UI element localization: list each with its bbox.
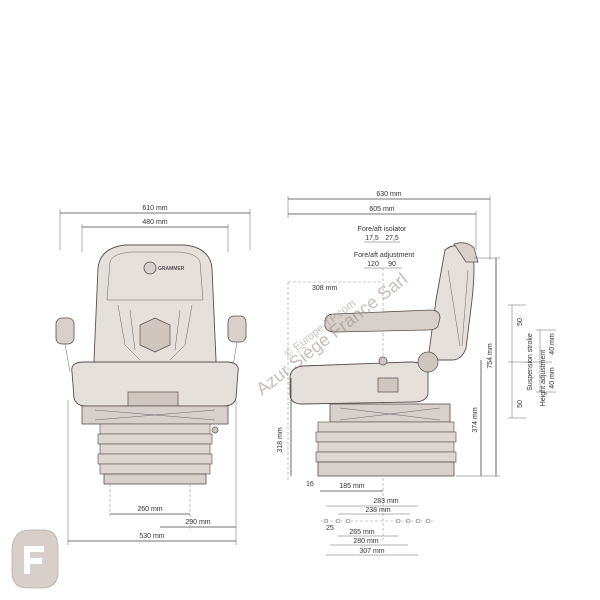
side-cushion — [289, 361, 429, 405]
front-cushion — [71, 361, 239, 407]
bellows-fold — [315, 451, 457, 463]
side-view: 630 mm 605 mm Fore/aft isolator 17,5 27,… — [277, 191, 556, 556]
front-backrest-panel — [106, 251, 204, 301]
suspension-bottom: 50 — [517, 400, 524, 408]
side-bellows — [315, 421, 457, 477]
bellows-fold — [317, 421, 455, 433]
dim-label-260: 260 mm — [137, 506, 162, 513]
front-view: 610 mm 480 mm GRAMMER — [55, 205, 251, 545]
dim-label-280: 280 mm — [353, 538, 378, 545]
front-backrest-seam-left — [117, 304, 141, 361]
front-backrest-seam-l2 — [129, 309, 136, 351]
bellows-fold — [97, 453, 213, 465]
fore-aft-isolator-label: Fore/aft isolator — [358, 226, 407, 233]
dim-label-308: 308 mm — [312, 285, 337, 292]
adjust-a: 120 — [367, 261, 379, 268]
dim-label-283: 283 mm — [373, 498, 398, 505]
recline-knob-icon — [417, 351, 439, 373]
adjust-knob-icon — [211, 426, 219, 434]
front-backrest-seam-r2 — [174, 309, 181, 351]
front-backrest-seam-right — [169, 304, 193, 361]
suspension-label: Suspension stroke — [527, 333, 534, 391]
dim-label-754: 754 mm — [487, 343, 494, 368]
isolator-a: 17,5 — [365, 235, 379, 242]
fore-aft-adjustment-label: Fore/aft adjustment — [354, 252, 414, 259]
side-scissor-b — [339, 407, 441, 421]
bellows-base — [317, 461, 455, 477]
front-cushion-handle — [127, 391, 179, 407]
front-backrest-center — [139, 317, 171, 353]
left-armrest — [55, 317, 75, 345]
bellows-fold — [97, 433, 213, 445]
dim-label-185: 185 mm — [339, 483, 364, 490]
front-scissor-b — [94, 409, 216, 421]
bellows-fold — [317, 441, 455, 453]
dim-label-610: 610 mm — [142, 205, 167, 212]
seat-index-point-icon — [378, 356, 388, 366]
front-bellows — [97, 423, 213, 485]
side-suspension-frame — [329, 403, 451, 423]
bellows-fold — [99, 443, 211, 455]
bellows-fold — [99, 423, 211, 435]
watermark-logo-mark-icon — [24, 546, 44, 574]
dim-label-374: 374 mm — [472, 407, 479, 432]
side-backrest — [427, 245, 475, 361]
lever-housing — [377, 377, 399, 393]
bellows-fold — [99, 463, 211, 475]
dim-label-605: 605 mm — [369, 206, 394, 213]
dim-label-530: 530 mm — [139, 533, 164, 540]
dim-label-480: 480 mm — [142, 219, 167, 226]
left-armrest-support — [64, 343, 71, 373]
isolator-b: 27,5 — [385, 235, 399, 242]
dim-label-290: 290 mm — [185, 519, 210, 526]
grammer-logo-icon — [143, 261, 157, 275]
rail-25: 25 — [326, 525, 334, 532]
brand-label: GRAMMER — [158, 266, 185, 272]
height-adj-a: 40 mm — [549, 367, 556, 389]
side-backrest-seam — [447, 269, 461, 347]
dim-label-238: 238 mm — [365, 507, 390, 514]
bellows-base — [103, 473, 207, 485]
right-armrest — [227, 315, 247, 343]
dim-label-630: 630 mm — [376, 191, 401, 198]
side-headrest-top — [453, 242, 479, 263]
side-armrest — [324, 309, 441, 333]
offset-16: 16 — [306, 481, 314, 488]
side-backrest-seam-2 — [461, 269, 469, 347]
bellows-fold — [315, 431, 457, 443]
dim-label-265: 265 mm — [349, 529, 374, 536]
adjust-b: 90 — [388, 261, 396, 268]
dim-label-318: 318 mm — [277, 427, 284, 452]
height-adj-b: 40 mm — [549, 333, 556, 355]
height-adj-label: Height adjustment — [540, 350, 547, 406]
dim-label-307: 307 mm — [359, 548, 384, 555]
suspension-top: 50 — [517, 318, 524, 326]
